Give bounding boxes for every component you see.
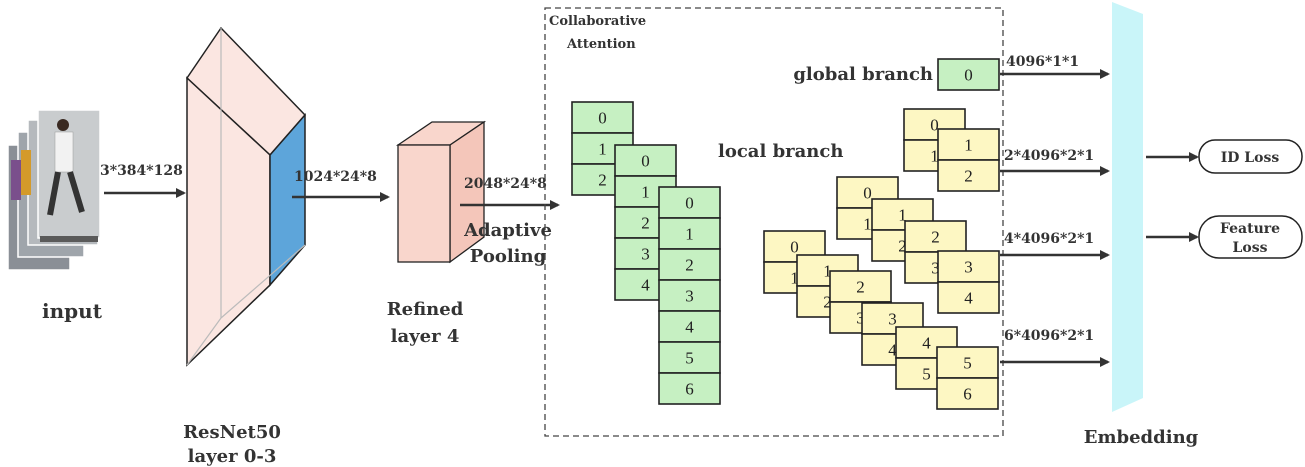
stack-cell [836, 176, 899, 209]
refined-dim-label: 2048*24*8 [464, 176, 547, 192]
stack-cell-label: 5 [685, 349, 694, 368]
stack-cell-label: 0 [863, 184, 872, 203]
stack-cell-label: 1 [823, 262, 832, 281]
stack-cell-label: 3 [888, 310, 897, 329]
out-6-label: 6*4096*2*1 [1004, 328, 1094, 344]
out-4-label: 4*4096*2*1 [1004, 231, 1094, 247]
stack-cell-label: 4 [888, 341, 897, 360]
resnet-dim-label: 1024*24*8 [294, 169, 377, 185]
stack-cell-label: 4 [964, 289, 973, 308]
refined-block [395, 120, 487, 264]
input-dim-label: 3*384*128 [100, 163, 183, 179]
feature-loss-box [1198, 215, 1303, 259]
stack-cell [658, 310, 721, 343]
refined-label-line1: Refined [387, 299, 464, 320]
global-branch-label: global branch [793, 64, 933, 85]
resnet-label-line2: layer 0-3 [188, 446, 277, 467]
stack-cell-label: 0 [790, 238, 799, 257]
stack-cell-label: 2 [931, 228, 940, 247]
stack-yellow-2b: 12 [937, 128, 1000, 192]
stack-cell-label: 1 [898, 206, 907, 225]
stack-cell-label: 1 [641, 183, 650, 202]
stack-cell-label: 1 [964, 136, 973, 155]
stack-cell [658, 372, 721, 405]
stack-cell [829, 270, 892, 303]
local-branch-label: local branch [718, 141, 843, 162]
stack-cell [571, 101, 634, 134]
stack-yellow-6a: 01 [763, 230, 826, 294]
collaborative-attention-box [544, 7, 1004, 437]
stack-cell-label: 2 [856, 278, 865, 297]
stack-cell [658, 248, 721, 281]
ca-label-line2: Attention [566, 37, 636, 52]
stack-cell-label: 2 [685, 256, 694, 275]
stack-cell-label: 0 [685, 194, 694, 213]
refined-label-line2: layer 4 [391, 326, 460, 347]
stack-cell [936, 346, 999, 379]
stack-global-cells: 0 [937, 58, 1000, 91]
stack-cell-label: 2 [964, 167, 973, 186]
stack-cell [936, 377, 999, 410]
stack-cell-label: 5 [922, 365, 931, 384]
stack-cell-label: 2 [598, 171, 607, 190]
adaptive-label-line1: Adaptive [463, 220, 552, 241]
stack-cell [614, 144, 677, 177]
input-image-stack [7, 109, 101, 271]
stack-cell-label: 1 [685, 225, 694, 244]
stack-cell [658, 341, 721, 374]
stack-cell-label: 5 [963, 354, 972, 373]
stack-cell-label: 3 [685, 287, 694, 306]
stack-cell-label: 4 [685, 318, 694, 337]
stack-cell [937, 128, 1000, 161]
stack-green-c: 0 1 2 3 4 5 6 [658, 186, 721, 405]
stack-cell-label: 1 [598, 140, 607, 159]
stack-cell-label: 2 [823, 293, 832, 312]
out-2-label: 2*4096*2*1 [1004, 148, 1094, 164]
ca-label-line1: Collaborative [549, 14, 646, 29]
stack-cell-label: 0 [964, 66, 973, 85]
stack-cell-label: 4 [922, 334, 931, 353]
adaptive-label-line2: Pooling [470, 246, 547, 267]
stack-cell-label: 3 [964, 258, 973, 277]
id-loss-box [1198, 139, 1303, 174]
id-loss-label: ID Loss [1221, 150, 1280, 166]
stack-cell [937, 58, 1000, 91]
stack-cell-label: 6 [685, 380, 694, 399]
resnet-prism [186, 26, 307, 367]
stack-cell-label: 4 [641, 276, 650, 295]
stack-yellow-6f: 56 [936, 346, 999, 410]
resnet-label-line1: ResNet50 [183, 422, 281, 443]
stack-cell [937, 250, 1000, 283]
stack-cell-label: 3 [641, 245, 650, 264]
embedding-block [1112, 2, 1143, 412]
stack-cell-label: 0 [641, 152, 650, 171]
stack-cell-label: 1 [863, 215, 872, 234]
stack-cell-label: 3 [931, 259, 940, 278]
stack-cell-label: 1 [930, 147, 939, 166]
stack-cell-label: 0 [930, 116, 939, 135]
stack-cell-label: 3 [856, 309, 865, 328]
out-global-label: 4096*1*1 [1006, 54, 1079, 70]
stack-cell-label: 2 [641, 214, 650, 233]
feature-loss-label-line1: Feature [1220, 221, 1280, 237]
input-label: input [42, 299, 103, 323]
stack-cell [937, 159, 1000, 192]
feature-loss-label-line2: Loss [1233, 240, 1268, 256]
stack-cell-label: 2 [898, 237, 907, 256]
embedding-label: Embedding [1084, 427, 1199, 448]
stack-yellow-4d: 34 [937, 250, 1000, 314]
stack-cell [937, 281, 1000, 314]
stack-cell-label: 0 [598, 109, 607, 128]
stack-cell-label: 1 [790, 269, 799, 288]
stack-cell-label: 6 [963, 385, 972, 404]
